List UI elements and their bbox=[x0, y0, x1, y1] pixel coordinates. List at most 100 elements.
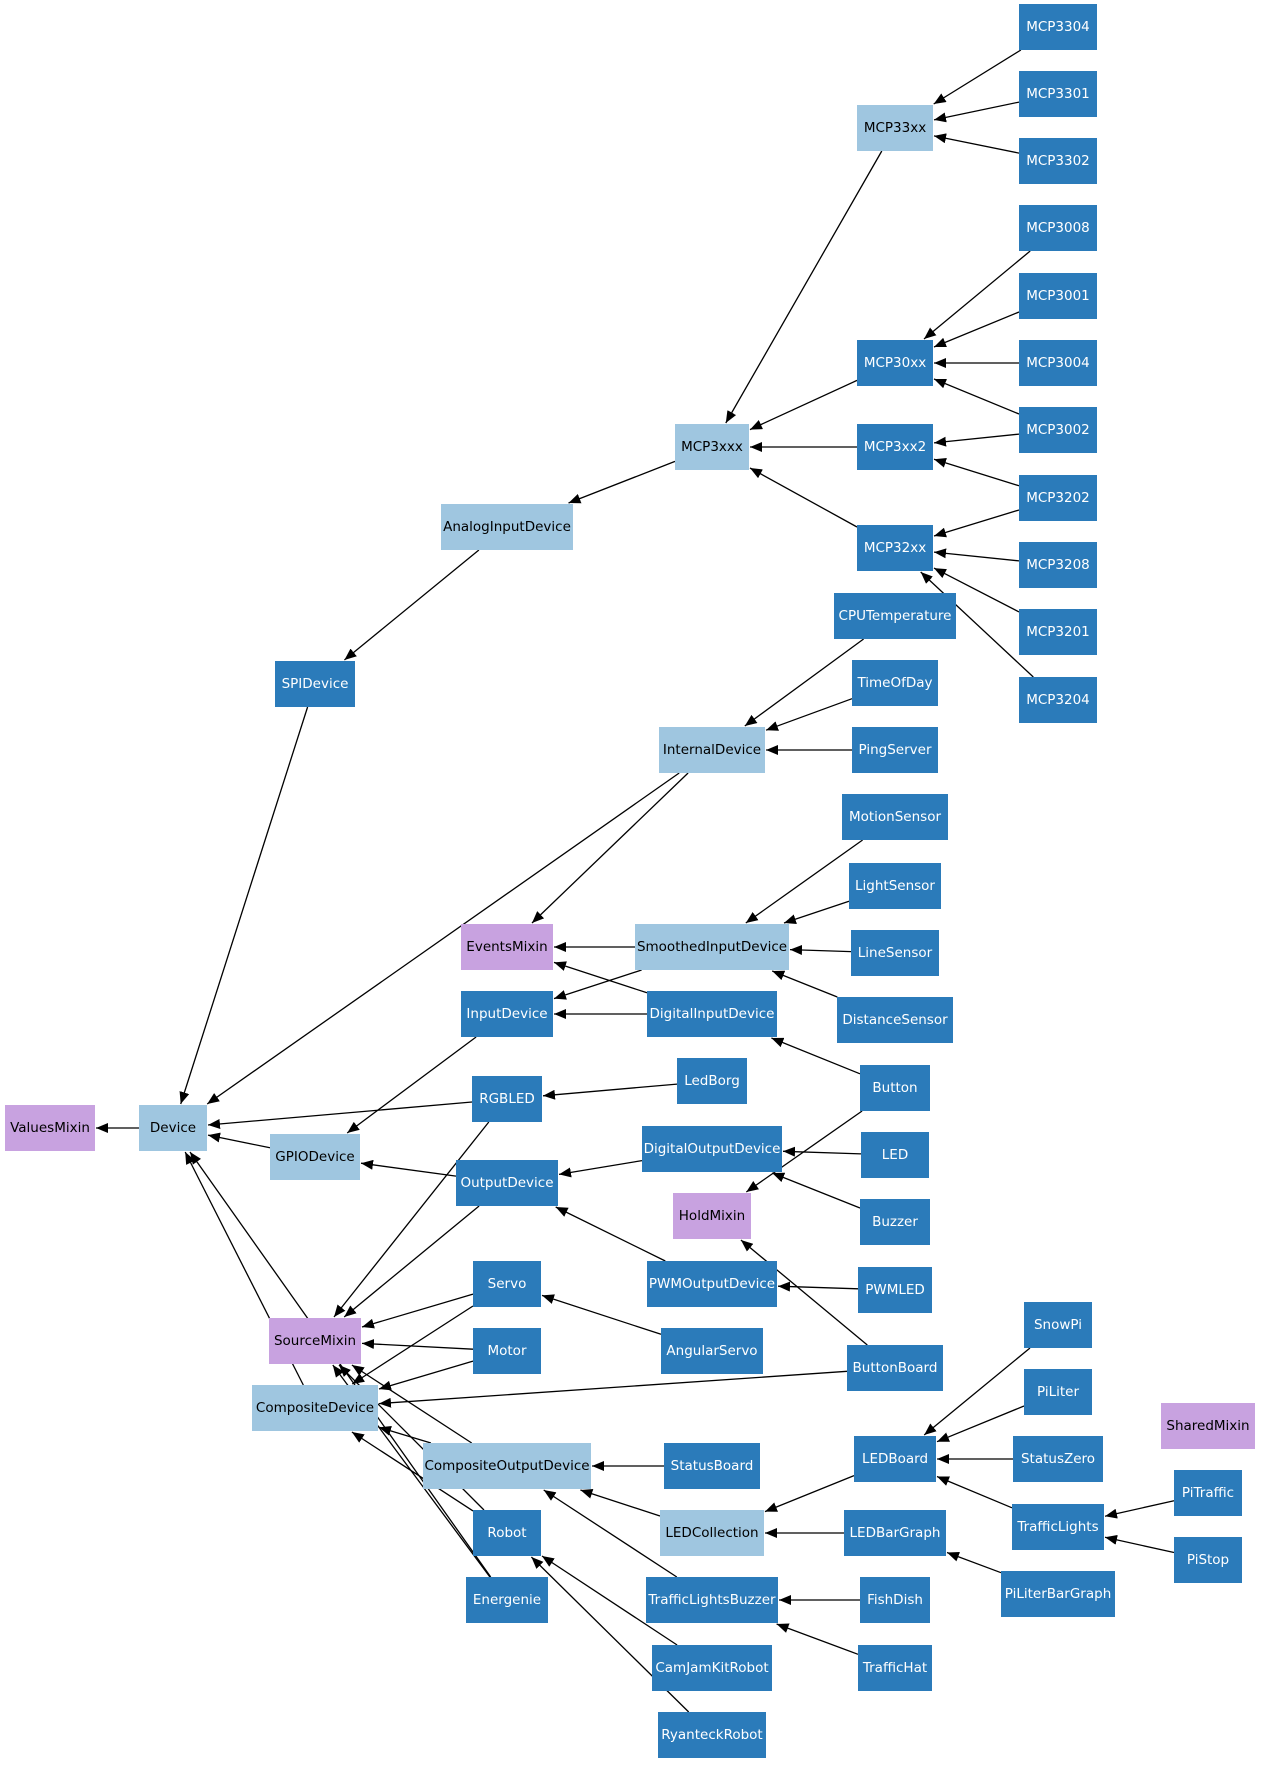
node-box bbox=[842, 794, 948, 840]
node-pi-stop: PiStop bbox=[1174, 1537, 1242, 1583]
node-label: MCP3xxx bbox=[681, 439, 743, 455]
node-box bbox=[677, 1058, 747, 1104]
arrow-mcp3301-to-mcp33xx bbox=[933, 101, 1020, 123]
node-box bbox=[852, 660, 938, 706]
node-box bbox=[473, 1261, 541, 1307]
arrow-analog-input-device-to-spi-device bbox=[343, 549, 480, 661]
arrow-cam-jam-kit-robot-to-robot bbox=[541, 1555, 678, 1646]
node-label: MotionSensor bbox=[849, 809, 941, 825]
node-label: TrafficLightsBuzzer bbox=[647, 1592, 776, 1608]
node-mcp3302: MCP3302 bbox=[1019, 138, 1097, 184]
arrow-mcp3001-to-mcp30xx bbox=[933, 311, 1020, 348]
node-box bbox=[1019, 609, 1097, 655]
node-label: SPIDevice bbox=[282, 676, 349, 692]
node-box bbox=[473, 1510, 541, 1556]
node-mcp3008: MCP3008 bbox=[1019, 205, 1097, 251]
node-box bbox=[847, 1345, 943, 1391]
node-label: PiLiter bbox=[1037, 1384, 1079, 1400]
node-label: SmoothedInputDevice bbox=[637, 939, 787, 955]
node-label: PWMLED bbox=[865, 1282, 925, 1298]
node-box bbox=[849, 863, 941, 909]
arrow-buzzer-to-digital-output-device bbox=[771, 1172, 861, 1209]
node-box bbox=[1019, 205, 1097, 251]
node-label: LED bbox=[882, 1147, 908, 1163]
node-box bbox=[860, 1199, 930, 1245]
arrow-composite-output-device-to-source-mixin bbox=[351, 1364, 473, 1444]
node-mcp3301: MCP3301 bbox=[1019, 71, 1097, 117]
arrow-mcp3201-to-mcp32xx bbox=[933, 567, 1020, 613]
node-label: OutputDevice bbox=[460, 1175, 553, 1191]
node-label: MCP32xx bbox=[864, 540, 926, 556]
node-box bbox=[456, 1160, 558, 1206]
node-label: MCP33xx bbox=[864, 120, 926, 136]
node-label: Motor bbox=[487, 1343, 526, 1359]
arrow-time-of-day-to-internal-device bbox=[765, 698, 853, 731]
node-mcp3208: MCP3208 bbox=[1019, 542, 1097, 588]
arrow-led-to-digital-output-device bbox=[782, 1146, 862, 1157]
node-line-sensor: LineSensor bbox=[851, 930, 939, 976]
node-digital-output-device: DigitalOutputDevice bbox=[642, 1126, 782, 1172]
node-label: RyanteckRobot bbox=[661, 1727, 762, 1743]
arrow-snow-pi-to-led-board bbox=[923, 1347, 1031, 1436]
node-box bbox=[858, 1267, 932, 1313]
node-buzzer: Buzzer bbox=[860, 1199, 930, 1245]
node-label: MCP3302 bbox=[1026, 153, 1090, 169]
arrow-mcp3202-to-mcp3xx2 bbox=[933, 458, 1020, 487]
arrow-mcp3002-to-mcp3xx2 bbox=[933, 433, 1020, 447]
node-label: AngularServo bbox=[666, 1343, 757, 1359]
node-box bbox=[472, 1076, 542, 1122]
node-label: MCP3004 bbox=[1026, 355, 1090, 371]
node-ryanteck-robot: RyanteckRobot bbox=[658, 1712, 766, 1758]
node-label: PiTraffic bbox=[1182, 1485, 1234, 1501]
node-box bbox=[646, 1577, 778, 1623]
node-status-zero: StatusZero bbox=[1013, 1436, 1103, 1482]
arrow-button-to-digital-input-device bbox=[771, 1037, 861, 1075]
node-input-device: InputDevice bbox=[461, 991, 553, 1037]
arrow-pi-traffic-to-traffic-lights bbox=[1104, 1500, 1175, 1519]
node-energenie: Energenie bbox=[466, 1577, 548, 1623]
arrow-led-board-to-led-collection bbox=[764, 1474, 855, 1513]
node-pi-traffic: PiTraffic bbox=[1174, 1470, 1242, 1516]
node-label: PiStop bbox=[1187, 1552, 1229, 1568]
node-composite-device: CompositeDevice bbox=[252, 1385, 378, 1431]
node-hold-mixin: HoldMixin bbox=[673, 1193, 751, 1239]
node-gpio-device: GPIODevice bbox=[270, 1134, 360, 1180]
node-mcp3202: MCP3202 bbox=[1019, 475, 1097, 521]
node-mcp3201: MCP3201 bbox=[1019, 609, 1097, 655]
node-mcp30xx: MCP30xx bbox=[857, 340, 933, 386]
arrow-rgbled-to-device bbox=[207, 1101, 473, 1129]
node-label: Device bbox=[150, 1120, 196, 1136]
node-box bbox=[1019, 407, 1097, 453]
arrow-mcp3xxx-to-analog-input-device bbox=[568, 460, 676, 504]
node-mcp3004: MCP3004 bbox=[1019, 340, 1097, 386]
arrow-pi-liter-bar-graph-to-led-bar-graph bbox=[946, 1551, 1002, 1574]
arrow-cpu-temperature-to-internal-device bbox=[744, 638, 864, 727]
node-pi-liter: PiLiter bbox=[1024, 1369, 1092, 1415]
node-box bbox=[473, 1328, 541, 1374]
node-box bbox=[664, 1443, 760, 1489]
arrow-led-collection-to-composite-output-device bbox=[580, 1488, 661, 1517]
node-label: DigitalOutputDevice bbox=[644, 1141, 781, 1157]
node-time-of-day: TimeOfDay bbox=[852, 660, 938, 706]
node-label: CPUTemperature bbox=[839, 608, 952, 624]
node-box bbox=[1013, 1436, 1103, 1482]
node-composite-output-device: CompositeOutputDevice bbox=[423, 1443, 591, 1489]
node-box bbox=[1024, 1302, 1092, 1348]
node-box bbox=[1019, 138, 1097, 184]
node-values-mixin: ValuesMixin bbox=[5, 1105, 95, 1151]
node-button-board: ButtonBoard bbox=[847, 1345, 943, 1391]
node-box bbox=[860, 1577, 930, 1623]
node-box bbox=[1019, 340, 1097, 386]
node-box bbox=[652, 1645, 772, 1691]
node-label: MCP3301 bbox=[1026, 86, 1090, 102]
arrow-servo-to-source-mixin bbox=[361, 1293, 474, 1329]
node-led-bar-graph: LEDBarGraph bbox=[844, 1510, 946, 1556]
node-box bbox=[659, 727, 765, 773]
node-box bbox=[642, 1126, 782, 1172]
node-label: MCP3202 bbox=[1026, 490, 1090, 506]
node-mcp33xx: MCP33xx bbox=[857, 105, 933, 151]
node-robot: Robot bbox=[473, 1510, 541, 1556]
node-box bbox=[857, 105, 933, 151]
node-label: MCP3201 bbox=[1026, 624, 1090, 640]
node-label: SnowPi bbox=[1034, 1317, 1082, 1333]
